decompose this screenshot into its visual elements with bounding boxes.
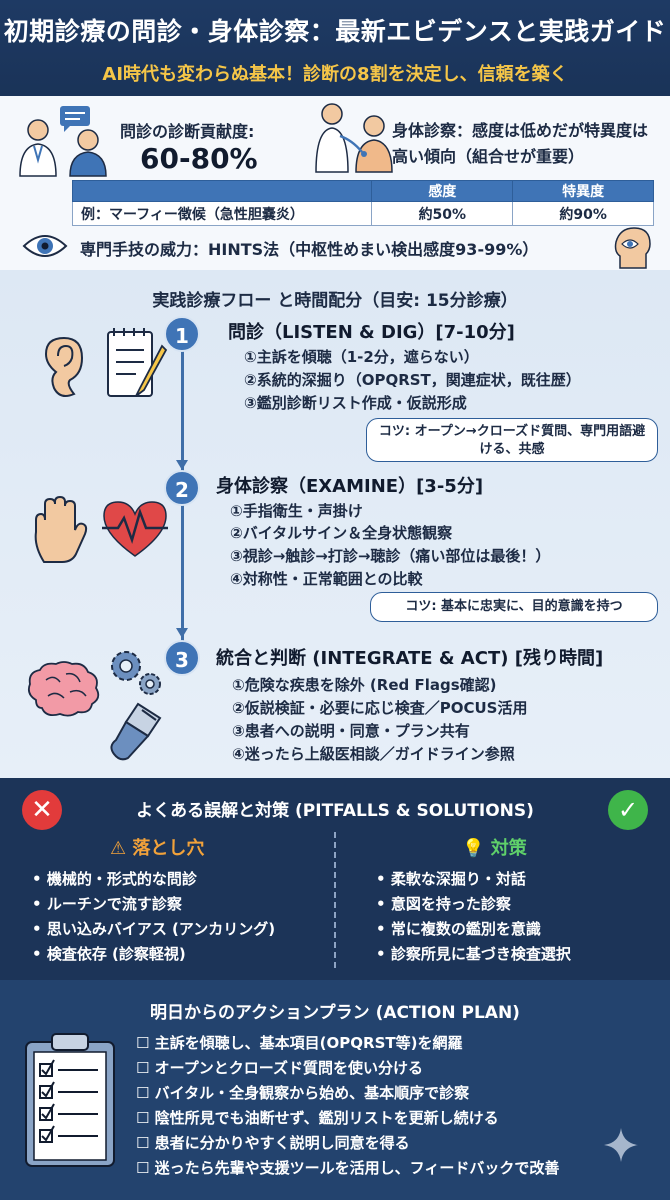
column-divider (334, 832, 336, 968)
step-2-tip: コツ: 基本に忠実に、目的意識を持つ (370, 592, 658, 622)
hand-icon (34, 496, 88, 563)
gears-icon (111, 651, 161, 695)
table-cell-example: 例：マーフィー徴候（急性胆嚢炎） (71, 201, 373, 226)
action-item: ☐ 患者に分かりやすく説明し同意を得る (136, 1134, 410, 1152)
action-item: ☐ バイタル・全身観察から始め、基本順序で診察 (136, 1084, 470, 1102)
step-3-item: ④迷ったら上級医相談／ガイドライン参照 (232, 745, 515, 763)
lightbulb-icon: 💡 (462, 838, 485, 859)
x-icon: ✕ (22, 790, 62, 830)
table-header-sensitivity: 感度 (371, 180, 514, 202)
exam-specificity-note: 身体診察：感度は低めだが特異度は高い傾向（組合せが重要） (392, 121, 649, 166)
contribution-value: 60-80% (140, 142, 258, 175)
hints-note: 専門手技の威力：HINTS法（中枢性めまい検出感度93-99%） (80, 240, 539, 259)
step-3-title: 統合と判断 (INTEGRATE & ACT) [残り時間] (216, 648, 604, 669)
step-2-badge: 2 (164, 470, 200, 506)
warning-icon: ⚠ (110, 838, 127, 859)
list-item: • 機械的・形式的な問診 (32, 870, 197, 888)
ultrasound-probe-icon (110, 702, 162, 761)
list-item: • ルーチンで流す診察 (32, 895, 182, 913)
list-item: • 思い込みバイアス (アンカリング) (32, 920, 276, 938)
check-icon: ✓ (608, 790, 648, 830)
table-header-blank (71, 180, 373, 202)
step-3-item: ②仮説検証・必要に応じ検査／POCUS活用 (232, 699, 528, 717)
list-item: • 柔軟な深掘り・対話 (376, 870, 526, 888)
step-1-item: ②系統的深掘り（OPQRST，関連症状，既往歴） (244, 371, 581, 389)
step-3-item: ③患者への説明・同意・プラン共有 (232, 722, 470, 740)
header-banner: 初期診療の問診・身体診察：最新エビデンスと実践ガイド AI時代も変わらぬ基本！診… (0, 0, 670, 96)
solutions-column-head: 💡 対策 (462, 838, 527, 859)
list-item: • 検査依存 (診察軽視) (32, 945, 186, 963)
step-2-title: 身体診察（EXAMINE）[3-5分] (216, 476, 484, 497)
sparkle-icon (604, 1128, 638, 1162)
heart-pulse-icon (102, 501, 168, 557)
list-item: • 常に複数の鑑別を意識 (376, 920, 541, 938)
list-item: • 診察所見に基づき検査選択 (376, 945, 571, 963)
action-item: ☐ 主訴を傾聴し、基本項目(OPQRST等)を網羅 (136, 1034, 463, 1052)
checklist-clipboard-icon (25, 1033, 115, 1167)
stethoscope-exam-icon (315, 103, 393, 173)
step-2-item: ③視診→触診→打診→聴診（痛い部位は最後！） (230, 547, 551, 565)
table-cell-sensitivity: 約50% (371, 201, 514, 226)
action-item: ☐ オープンとクローズド質問を使い分ける (136, 1059, 424, 1077)
ear-icon (44, 336, 84, 397)
table-header-specificity: 特異度 (512, 180, 654, 202)
step-1-tip: コツ: オープン→クローズド質問、専門用語避ける、共感 (366, 418, 658, 462)
contribution-label: 問診の診断貢献度: (120, 122, 255, 141)
step-1-title: 問診（LISTEN & DIG）[7-10分] (228, 322, 515, 343)
flow-title: 実践診療フロー と時間配分（目安: 15分診療） (152, 291, 518, 311)
step-3-badge: 3 (164, 640, 200, 676)
step-2-item: ②バイタルサイン＆全身状態観察 (230, 524, 453, 542)
step-2-item: ①手指衛生・声掛け (230, 502, 363, 520)
step-2-item: ④対称性・正常範囲との比較 (230, 570, 423, 588)
step-1-item: ③鑑別診断リスト作成・仮説形成 (244, 394, 467, 412)
action-item: ☐ 陰性所見でも油断せず、鑑別リストを更新し続ける (136, 1109, 499, 1127)
timeline-arrow (176, 460, 188, 470)
eye-icon (22, 235, 68, 257)
doctor-patient-icon (19, 106, 107, 177)
brain-icon (27, 661, 100, 717)
sensitivity-table: 感度 特異度 例：マーフィー徴候（急性胆嚢炎） 約50% 約90% (71, 180, 654, 226)
action-item: ☐ 迷ったら先輩や支援ツールを活用し、フィードバックで改善 (136, 1159, 560, 1177)
timeline-arrow (176, 628, 188, 638)
step-3-item: ①危険な疾患を除外 (Red Flags確認) (232, 676, 497, 694)
table-cell-specificity: 約90% (512, 201, 654, 226)
head-eye-icon (614, 227, 651, 269)
step-1-item: ①主訴を傾聴（1-2分，遮らない） (244, 348, 479, 366)
pitfalls-title: よくある誤解と対策 (PITFALLS & SOLUTIONS) (136, 801, 534, 821)
page-title: 初期診療の問診・身体診察：最新エビデンスと実践ガイド (3, 17, 667, 46)
list-item: • 意図を持った診察 (376, 895, 511, 913)
table-row: 例：マーフィー徴候（急性胆嚢炎） 約50% 約90% (71, 201, 654, 226)
clipboard-pencil-icon (107, 328, 168, 397)
step-1-badge: 1 (164, 316, 200, 352)
action-plan-title: 明日からのアクションプラン (ACTION PLAN) (150, 1003, 520, 1023)
pitfalls-column-head: ⚠ 落とし穴 (110, 838, 205, 859)
page-subtitle: AI時代も変わらぬ基本！診断の8割を決定し、信頼を築く (102, 64, 568, 85)
